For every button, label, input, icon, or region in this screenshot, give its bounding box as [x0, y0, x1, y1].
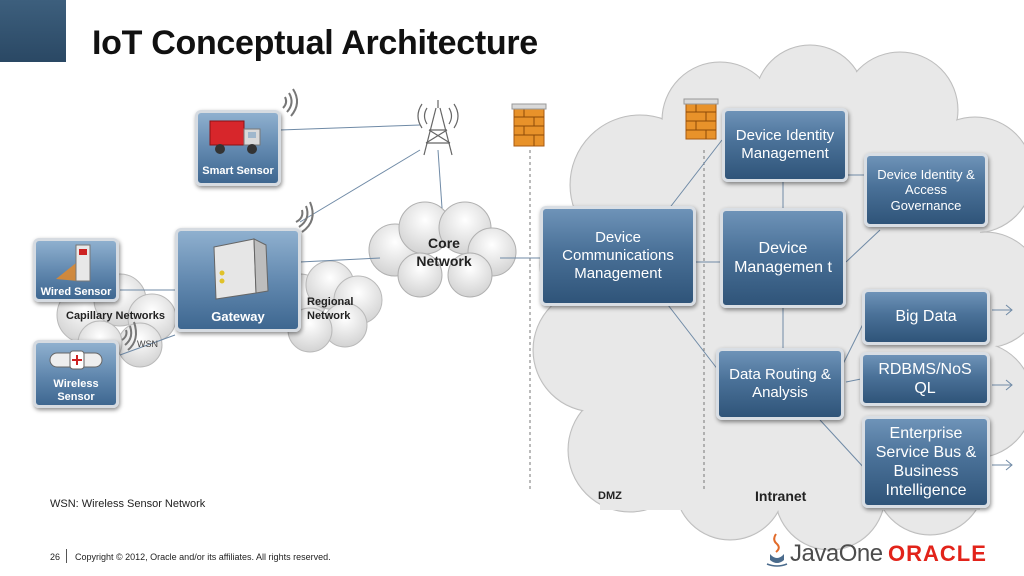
- wsn-label: WSN: [137, 339, 158, 349]
- wristband-icon: [49, 350, 103, 370]
- corner-accent: [0, 0, 66, 62]
- data-routing-analysis-box[interactable]: Data Routing & Analysis: [716, 348, 844, 420]
- smart-sensor-tile[interactable]: Smart Sensor: [195, 110, 281, 186]
- wired-sensor-tile[interactable]: Wired Sensor: [33, 238, 119, 302]
- core-network-cloud: [368, 201, 517, 298]
- wired-sensor-icon: [56, 244, 91, 282]
- device-management-box[interactable]: Device Managemen t: [720, 208, 846, 308]
- gateway-device-icon: [213, 238, 269, 300]
- wireless-sensor-label: Wireless Sensor: [53, 378, 99, 404]
- wsn-legend-note: WSN: Wireless Sensor Network: [50, 498, 206, 510]
- enterprise-service-bus-box[interactable]: Enterprise Service Bus & Business Intell…: [862, 416, 990, 508]
- intranet-label: Intranet: [755, 488, 807, 504]
- footer-divider: [66, 549, 67, 563]
- smart-sensor-label: Smart Sensor: [202, 165, 274, 177]
- page-number: 26: [50, 552, 61, 562]
- oracle-logo: ORACLE: [888, 541, 987, 566]
- device-identity-access-governance-box[interactable]: Device Identity & Access Governance: [864, 153, 988, 227]
- page-title: IoT Conceptual Architecture: [92, 24, 538, 62]
- core-network-label: Core Network: [416, 235, 472, 270]
- dmz-label: DMZ: [598, 490, 622, 502]
- wifi-icon-wsn: [121, 321, 137, 351]
- firewall-icon-dmz: [511, 103, 547, 147]
- capillary-networks-label: Capillary Networks: [66, 310, 166, 322]
- regional-network-cloud: [273, 260, 383, 353]
- javaone-logo: JavaOne: [790, 540, 883, 567]
- wireless-sensor-tile[interactable]: Wireless Sensor: [33, 340, 119, 408]
- copyright-text: Copyright © 2012, Oracle and/or its affi…: [75, 552, 331, 562]
- firewall-icon-intranet: [683, 98, 719, 140]
- gateway-label: Gateway: [211, 309, 265, 324]
- rdbms-nosql-box[interactable]: RDBMS/NoS QL: [860, 352, 990, 406]
- java-cup-icon: [766, 533, 788, 567]
- device-identity-management-box[interactable]: Device Identity Management: [722, 108, 848, 182]
- truck-icon: [209, 120, 261, 154]
- gateway-tile[interactable]: Gateway: [175, 228, 301, 332]
- output-arrows: [992, 304, 1013, 471]
- wired-sensor-label: Wired Sensor: [40, 286, 112, 298]
- wifi-icon-gateway: [295, 201, 314, 233]
- wifi-icon-smart-sensor: [282, 88, 298, 117]
- cell-tower-icon: [417, 100, 459, 156]
- regional-network-label: Regional Network: [307, 296, 354, 322]
- big-data-box[interactable]: Big Data: [862, 289, 990, 345]
- device-communications-management-box[interactable]: Device Communications Management: [540, 206, 696, 306]
